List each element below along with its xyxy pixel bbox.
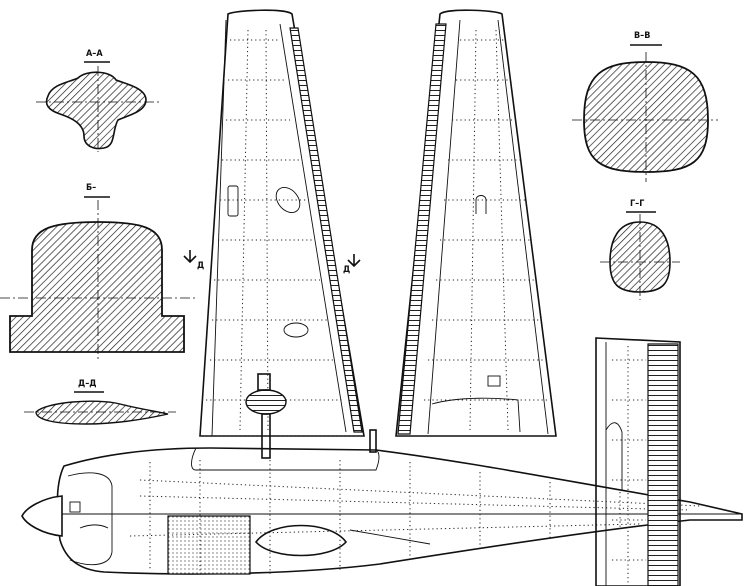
belly-panel-line xyxy=(349,529,431,545)
antenna-mast xyxy=(369,429,377,453)
section-dd: Д–Д xyxy=(24,379,176,425)
right-wing-spar xyxy=(497,19,549,435)
right-wing xyxy=(395,9,557,437)
section-dd-label: Д–Д xyxy=(78,379,96,389)
left-wing-lower-hatch xyxy=(283,322,309,338)
fuselage-rivets xyxy=(129,460,701,574)
fin-fairing xyxy=(605,422,623,490)
left-section-arrow xyxy=(183,250,197,264)
left-section-mark: Д xyxy=(197,261,204,271)
left-wing-hinge-line xyxy=(279,23,347,433)
left-wing-landing-gear xyxy=(245,373,287,459)
right-wing-gear-bay xyxy=(487,375,501,387)
tail-fin-outline xyxy=(595,337,681,586)
right-wing-outline xyxy=(395,9,557,437)
fuselage-outline xyxy=(56,447,743,575)
right-wing-hinge-line xyxy=(427,19,461,435)
left-wing-rivets xyxy=(206,29,344,431)
section-vv-shape xyxy=(583,61,709,173)
right-wing-gear-door xyxy=(475,195,487,214)
right-section-arrow xyxy=(347,254,361,268)
belly-opening xyxy=(254,524,348,557)
left-wing-aileron xyxy=(289,27,363,433)
engine-cowling xyxy=(67,472,113,566)
section-gg-label: Г–Г xyxy=(630,199,644,209)
section-aa-label: А–А xyxy=(86,49,103,59)
rudder xyxy=(647,343,679,586)
left-wing-spar xyxy=(211,19,227,437)
fuselage xyxy=(21,429,743,575)
section-bb-shape xyxy=(9,221,185,353)
section-gg: Г–Г xyxy=(600,199,680,300)
section-dd-airfoil xyxy=(35,400,169,425)
right-wing-rivets xyxy=(424,29,548,431)
section-bb-label: Б– xyxy=(86,183,96,193)
tail-fin xyxy=(595,337,681,586)
right-wing-fillet xyxy=(431,397,521,433)
exhaust-stub xyxy=(69,501,81,513)
section-aa-shape xyxy=(45,71,147,150)
section-aa: А–А xyxy=(36,49,160,152)
propeller-spinner xyxy=(21,495,63,537)
section-vv-label: В–В xyxy=(634,31,650,41)
right-section-mark: Д xyxy=(343,265,350,275)
left-wing-access-panel xyxy=(227,185,239,217)
fuselage-canopy xyxy=(191,447,380,471)
section-vv: В–В xyxy=(572,31,718,182)
cowl-flap xyxy=(79,524,109,529)
section-bb: Б– xyxy=(0,183,196,360)
fin-rivets xyxy=(612,346,646,586)
right-wing-aileron xyxy=(397,23,447,435)
left-wing: Д Д xyxy=(183,9,365,459)
left-wing-oval-hatch xyxy=(275,187,301,213)
wheel-well xyxy=(167,515,251,575)
